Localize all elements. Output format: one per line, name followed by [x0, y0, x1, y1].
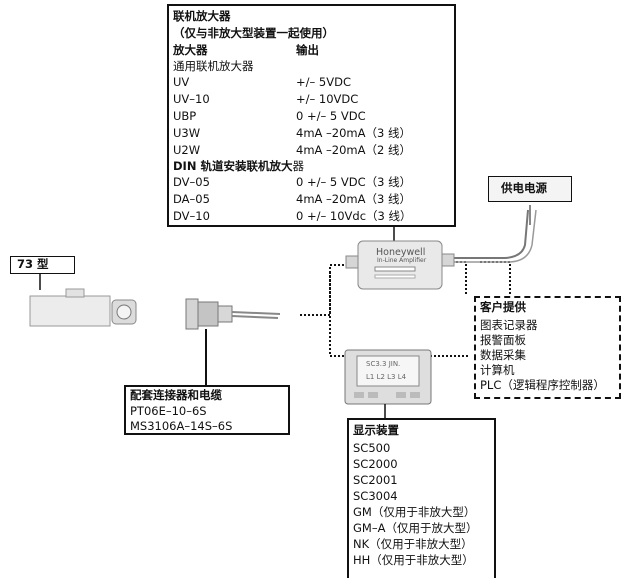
- model-label: 73 型: [17, 257, 49, 271]
- din-row-name: DA–05: [173, 192, 210, 206]
- customer-item: 图表记录器: [480, 318, 538, 332]
- sensor-connector-pins: [116, 304, 132, 320]
- model-label-box: 73 型: [10, 256, 75, 274]
- display-key-3: [396, 392, 406, 398]
- display-item: SC2000: [353, 457, 398, 471]
- connector-cable: [231, 311, 281, 319]
- amplifier-subtitle: （仅与非放大型装置一起使用）: [173, 26, 334, 40]
- power-supply-box: 供电电源: [488, 176, 572, 202]
- display-item: GM–A（仅用于放大型）: [353, 521, 478, 535]
- amplifier-label: In-Line Amplifier: [377, 257, 427, 264]
- amplifier-col-header: 放大器: [173, 43, 208, 57]
- connector-item: PT06E–10–6S: [130, 404, 207, 418]
- amplifier-row-output: 4mA –20mA（2 线）: [296, 143, 411, 157]
- din-row-name: DV–05: [173, 175, 210, 189]
- amplifier-info-box: 联机放大器 （仅与非放大型装置一起使用） 放大器 输出 通用联机放大器 UV +…: [167, 4, 456, 227]
- sensor-top-block: [65, 288, 85, 298]
- display-title: 显示装置: [353, 423, 399, 437]
- amplifier-brand: Honeywell: [376, 247, 426, 258]
- display-item: SC3004: [353, 489, 398, 503]
- amplifier-title: 联机放大器: [173, 9, 231, 23]
- din-row-output: 4mA –20mA（3 线）: [296, 192, 411, 206]
- display-key-1: [354, 392, 364, 398]
- power-cable-2: [450, 209, 537, 263]
- connector-title: 配套连接器和电缆: [130, 388, 222, 402]
- amplifier-row-name: UBP: [173, 109, 197, 123]
- connector-collar: [185, 298, 199, 330]
- amp-customer-dotted-line-right: [480, 261, 511, 296]
- amplifier-row-name: UV–10: [173, 92, 210, 106]
- customer-title: 客户提供: [480, 300, 526, 314]
- power-cable: [450, 209, 529, 259]
- connector-info-box: 配套连接器和电缆 PT06E–10–6S MS3106A–14S–6S: [124, 385, 290, 435]
- amplifier-right-gland: [441, 253, 455, 267]
- din-heading: DIN 轨道安装联机放大器: [173, 160, 304, 173]
- din-row-output: 0 +/– 5 VDC（3 线）: [296, 175, 412, 189]
- amplifier-label-strip: [374, 266, 416, 272]
- amplifier-row-name: U3W: [173, 126, 201, 140]
- amp-display-dotted-line: [329, 272, 345, 357]
- amplifier-row-output: 4mA –20mA（3 线）: [296, 126, 411, 140]
- amplifier-row-name: UV: [173, 75, 190, 89]
- amplifier-row-output: 0 +/– 5 VDC: [296, 109, 366, 123]
- display-key-2: [368, 392, 378, 398]
- connector-tail: [217, 305, 233, 323]
- display-item: NK（仅用于非放大型）: [353, 537, 473, 551]
- amplifier-row-name: U2W: [173, 143, 201, 157]
- display-item: SC500: [353, 441, 391, 455]
- amp-customer-dotted-line-left: [448, 261, 467, 296]
- customer-item: 计算机: [480, 363, 515, 377]
- customer-item: 数据采集: [480, 348, 526, 362]
- amplifier-row-output: +/– 10VDC: [296, 92, 359, 106]
- output-col-header: 输出: [296, 43, 319, 57]
- display-item: SC2001: [353, 473, 398, 487]
- display-info-box: 显示装置 SC500 SC2000 SC2001 SC3004 GM（仅用于非放…: [347, 418, 496, 578]
- connector-item: MS3106A–14S–6S: [130, 419, 233, 433]
- din-row-name: DV–10: [173, 209, 210, 223]
- customer-item: 报警面板: [480, 333, 526, 347]
- customer-item: PLC（逻辑程序控制器）: [480, 378, 605, 392]
- din-row-output: 0 +/– 10Vdc（3 线）: [296, 209, 412, 223]
- din-heading-rest: 器: [292, 159, 304, 173]
- customer-supplied-box: 客户提供 图表记录器 报警面板 数据采集 计算机 PLC（逻辑程序控制器）: [474, 296, 621, 399]
- amplifier-label-strip-2: [374, 274, 416, 279]
- display-item: GM（仅用于非放大型）: [353, 505, 476, 519]
- display-screen-bottom: L1 L2 L3 L4: [366, 373, 407, 381]
- display-item: HH（仅用于非放大型）: [353, 553, 474, 567]
- connector-body: [197, 301, 219, 327]
- display-screen-top: SC3.3 JIN.: [366, 360, 401, 368]
- display-screen: [356, 355, 420, 387]
- amplifier-left-gland: [345, 255, 359, 269]
- display-key-4: [410, 392, 420, 398]
- sensor-amp-dotted-line: [300, 264, 348, 316]
- sensor-body: [29, 295, 111, 327]
- amplifier-row-output: +/– 5VDC: [296, 75, 351, 89]
- general-amplifier-heading: 通用联机放大器: [173, 59, 254, 73]
- power-supply-label: 供电电源: [501, 181, 547, 195]
- din-heading-bold: DIN 轨道安装联机放大: [173, 159, 293, 173]
